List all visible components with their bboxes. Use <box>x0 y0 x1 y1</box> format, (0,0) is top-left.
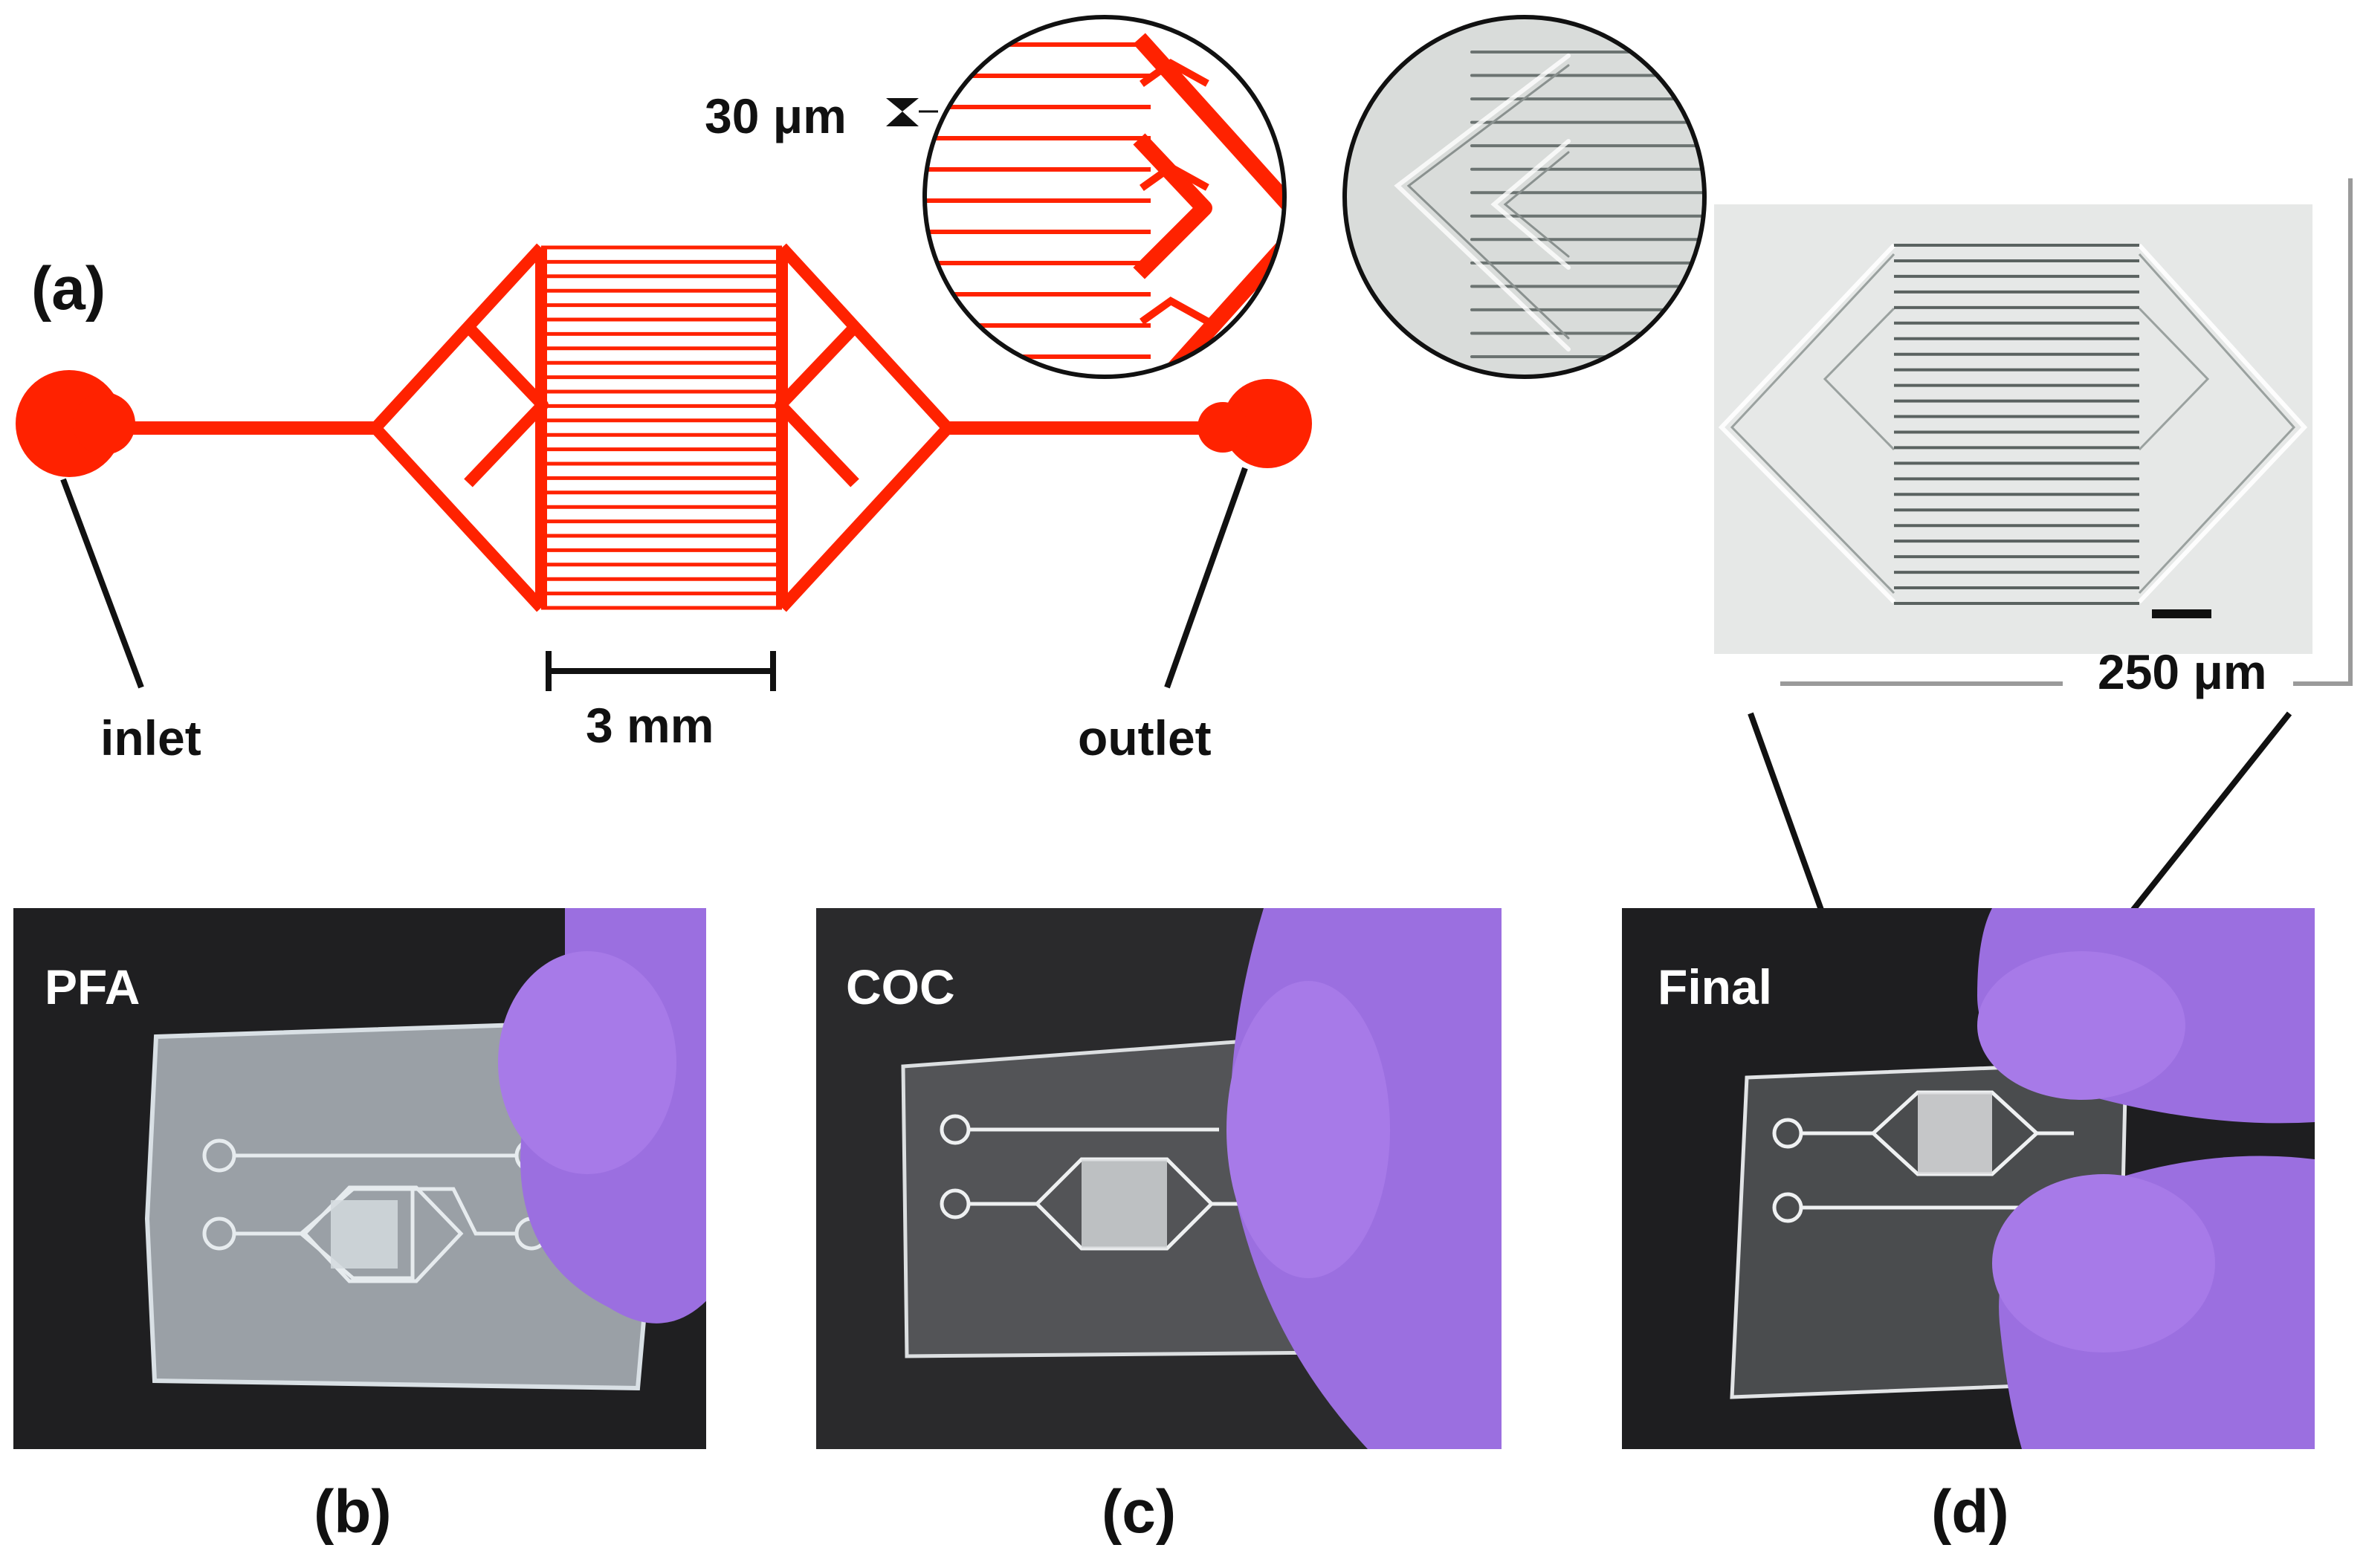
scale-bar-3mm <box>546 651 776 691</box>
channel-schematic <box>16 243 1312 691</box>
photo-final <box>1622 908 2315 1449</box>
panel-label-d: (d) <box>1931 1478 2009 1546</box>
inlet-label: inlet <box>100 710 201 765</box>
photo-label-pfa: PFA <box>45 959 140 1014</box>
parallel-microchannels <box>541 245 782 610</box>
photo-label-final: Final <box>1658 959 1773 1014</box>
panel-label-b: (b) <box>314 1478 392 1546</box>
micrograph-zoom-inset <box>1342 15 1707 379</box>
panel-label-c: (c) <box>1102 1478 1177 1546</box>
outlet-port <box>1223 379 1312 468</box>
width-marker-icon <box>886 98 919 126</box>
glove <box>498 908 706 1324</box>
scale-label-3mm: 3 mm <box>586 698 714 753</box>
channel-width-label: 30 μm <box>705 88 847 143</box>
photo-pfa <box>13 908 706 1449</box>
micrograph-bracket <box>1780 178 2353 686</box>
distribution-manifold <box>369 243 954 612</box>
glove <box>1226 908 1502 1449</box>
outlet-label: outlet <box>1078 710 1212 765</box>
photo-label-coc: COC <box>846 959 955 1014</box>
inlet-leader-line <box>60 478 144 689</box>
scale-bar-250um <box>2152 609 2211 618</box>
schematic-zoom-inset <box>886 15 1287 379</box>
micrograph-panel <box>1714 178 2353 686</box>
scale-label-250um: 250 μm <box>2098 644 2267 699</box>
glove <box>1977 908 2315 1449</box>
photo-coc <box>816 908 1502 1449</box>
panel-label-a: (a) <box>31 255 106 323</box>
outlet-leader-line <box>1164 467 1248 689</box>
